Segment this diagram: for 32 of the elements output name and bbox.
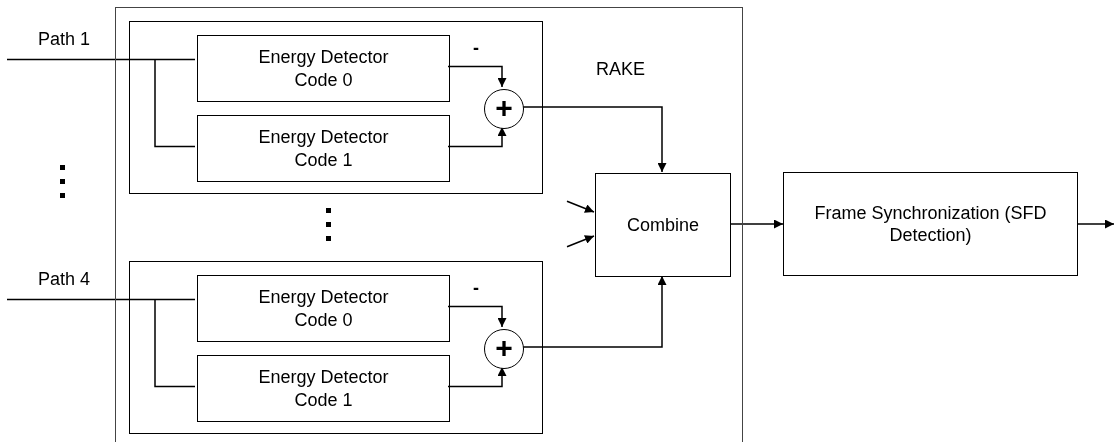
process-box (595, 173, 731, 277)
rake-block (115, 7, 743, 442)
arrow (447, 65, 507, 88)
box-label: Energy Detector Code 0 (257, 46, 390, 91)
process-box (197, 115, 450, 182)
process-box (197, 355, 450, 422)
arrow (1077, 219, 1115, 229)
box-label: Energy Detector Code 1 (257, 366, 390, 411)
box-label: Combine (626, 213, 699, 237)
process-box (783, 172, 1078, 276)
plus-sign: + (495, 92, 513, 123)
signal-line (6, 58, 196, 61)
block-title: RAKE (596, 58, 646, 81)
plus-sign: + (495, 332, 513, 363)
process-box (197, 275, 450, 342)
arrow (729, 219, 784, 229)
summing-junction (484, 89, 524, 129)
path-label: Path 4 (37, 269, 92, 288)
box-label: Energy Detector Code 1 (257, 126, 390, 171)
arrow (566, 235, 595, 248)
signal-line (154, 298, 196, 388)
arrow (447, 305, 507, 328)
signal-line (6, 298, 196, 301)
summing-junction (484, 329, 524, 369)
arrow (566, 200, 595, 213)
box-label: Frame Synchronization (SFD Detection) (813, 201, 1048, 247)
signal-line (154, 58, 196, 148)
finger-group-box (129, 261, 543, 434)
box-label: Energy Detector Code 0 (257, 286, 390, 331)
process-box (197, 35, 450, 102)
finger-group-box (129, 21, 543, 194)
path-label: Path 1 (37, 29, 92, 48)
